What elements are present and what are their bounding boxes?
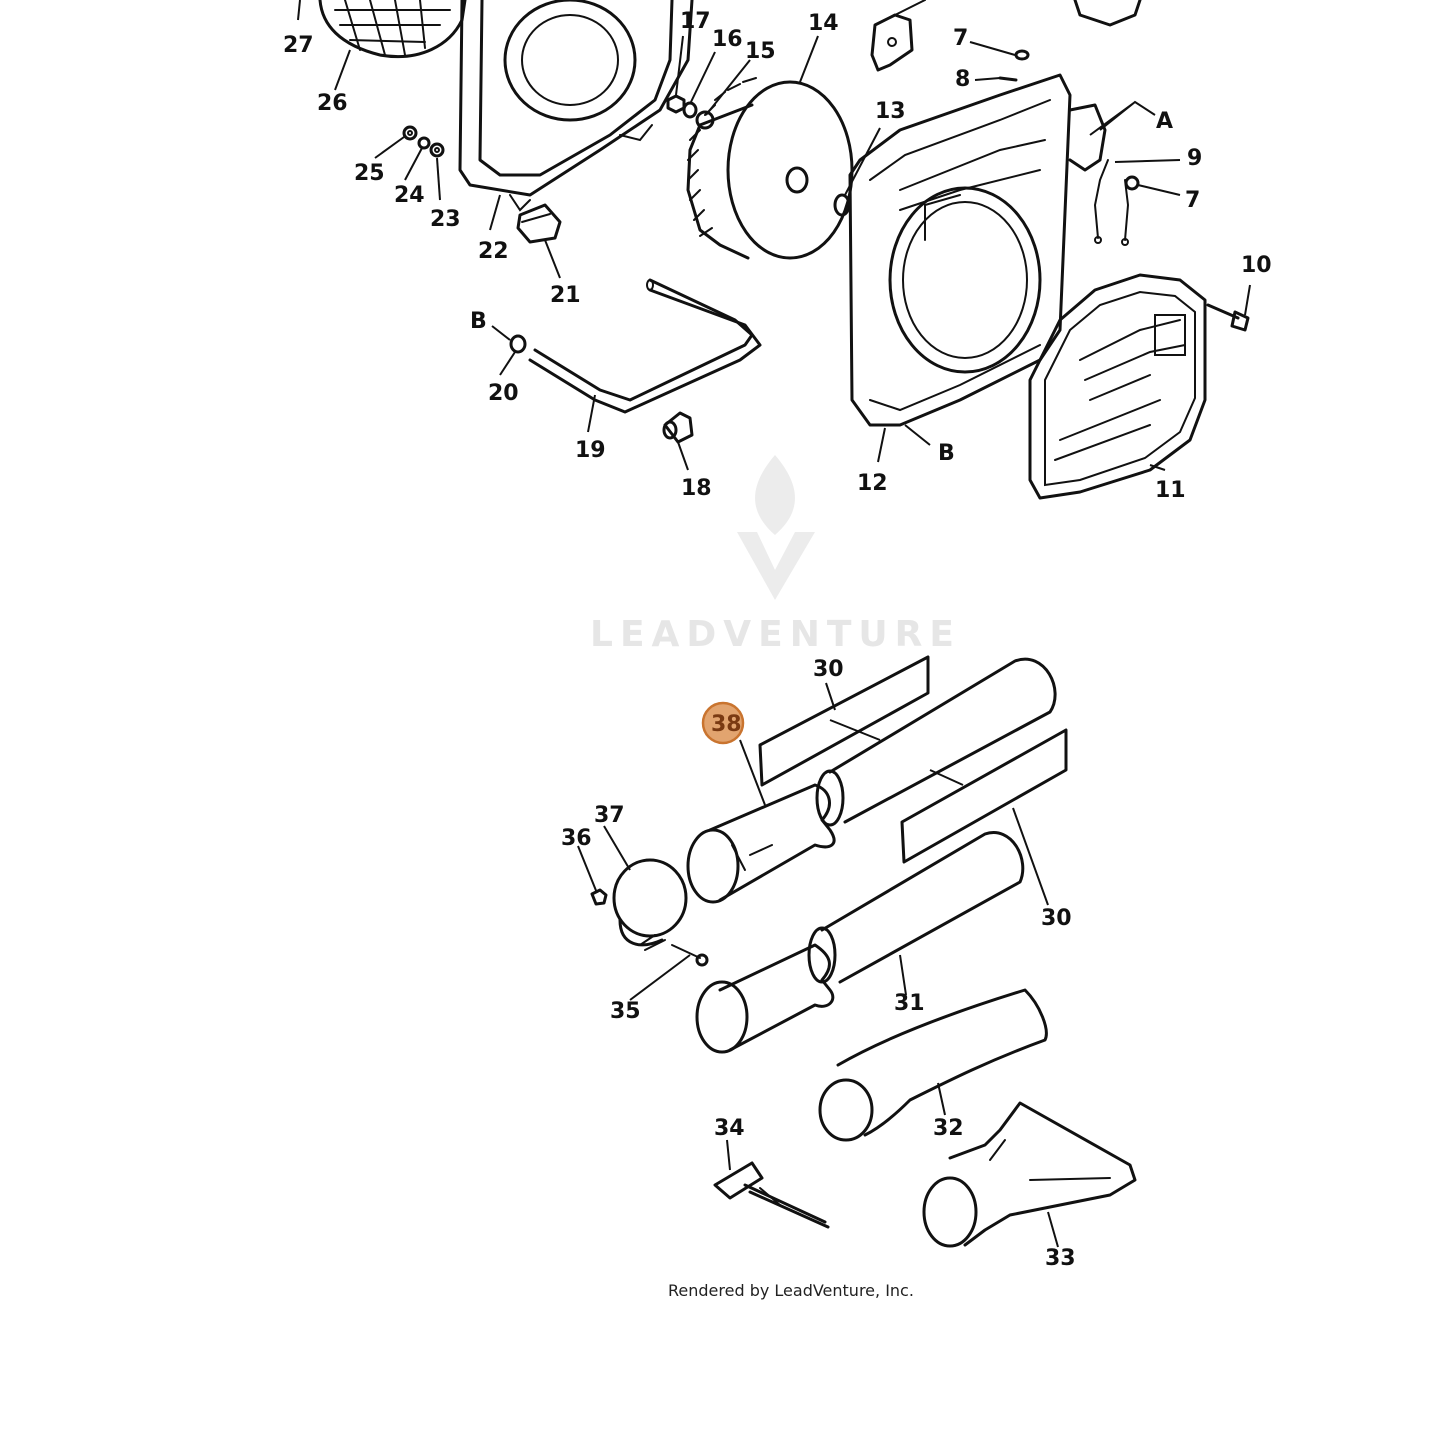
- callout-7-top: 7: [953, 26, 968, 51]
- leader-lines-top: [297, 0, 1251, 471]
- bracket-part: [870, 0, 1142, 72]
- washer-7-top-part: [1014, 49, 1030, 61]
- fan-housing-right: [848, 73, 1107, 427]
- callout-31: 31: [894, 991, 925, 1016]
- highlighted-part-38[interactable]: 38: [701, 701, 745, 745]
- watermark-text: LEADVENTURE: [590, 614, 961, 655]
- bolt-10-part: [1206, 303, 1250, 332]
- callout-7-right: 7: [1185, 188, 1200, 213]
- callout-15: 15: [745, 39, 776, 64]
- wrench-34-part: [713, 1161, 830, 1229]
- callout-14: 14: [808, 11, 839, 36]
- callout-19: 19: [575, 438, 606, 463]
- callout-30-upper: 30: [813, 657, 844, 682]
- callout-18: 18: [681, 476, 712, 501]
- upper-short-tube-part: [686, 783, 836, 904]
- callout-24: 24: [394, 183, 425, 208]
- callout-17: 17: [680, 9, 711, 34]
- decal-30-lower-part: [900, 728, 1068, 864]
- callout-25: 25: [354, 161, 385, 186]
- callout-12: 12: [857, 471, 888, 496]
- nozzle-part: [922, 1101, 1137, 1248]
- clamp-37-part: [612, 858, 688, 951]
- leadventure-watermark-logo: LEADVENTURE: [590, 455, 961, 655]
- callout-32: 32: [933, 1116, 964, 1141]
- callout-26: 26: [317, 91, 348, 116]
- callout-33: 33: [1045, 1246, 1076, 1271]
- impeller-fan-part: [686, 77, 854, 260]
- callout-20: 20: [488, 381, 519, 406]
- callout-30-lower: 30: [1041, 906, 1072, 931]
- callout-16: 16: [712, 27, 743, 52]
- callout-23: 23: [430, 207, 461, 232]
- callout-b-right: B: [938, 441, 955, 466]
- callout-10: 10: [1241, 253, 1272, 278]
- callout-22: 22: [478, 239, 509, 264]
- leader-lines-bottom: [577, 682, 1059, 1248]
- callout-34: 34: [714, 1116, 745, 1141]
- callout-27: 27: [283, 33, 314, 58]
- callout-13: 13: [875, 99, 906, 124]
- screen-cover-part: [318, 0, 467, 59]
- nut-36-part: [590, 888, 608, 906]
- callout-8: 8: [955, 67, 970, 92]
- pin-8-part: [998, 76, 1018, 82]
- callout-a: A: [1156, 109, 1173, 134]
- lower-short-tube-part: [695, 943, 835, 1054]
- elbow-tube-part: [818, 988, 1048, 1142]
- spring-cable-part: [1093, 159, 1140, 246]
- callout-11: 11: [1155, 478, 1186, 503]
- nut-washer-set: [402, 125, 445, 158]
- decal-30-upper-part: [758, 655, 930, 787]
- fan-housing-left: [458, 0, 694, 212]
- washer-20-part: [509, 334, 527, 354]
- callout-36: 36: [561, 826, 592, 851]
- back-plate-part: [1028, 273, 1207, 500]
- clip-part: [516, 203, 562, 244]
- upper-tube-part: [815, 657, 1057, 827]
- callout-21: 21: [550, 283, 581, 308]
- bushing-18-part: [662, 411, 694, 444]
- callout-37: 37: [594, 803, 625, 828]
- callout-labels: 27 26 25 24 23 22 21 B 20 19 18 17 16 15…: [283, 9, 1272, 1271]
- callout-b-left: B: [470, 309, 487, 334]
- callout-38[interactable]: 38: [711, 712, 742, 737]
- render-credit: Rendered by LeadVenture, Inc.: [668, 1281, 914, 1300]
- highlight-marker[interactable]: [701, 701, 745, 745]
- callout-9: 9: [1187, 146, 1202, 171]
- callout-35: 35: [610, 999, 641, 1024]
- screw-35-part: [671, 944, 709, 967]
